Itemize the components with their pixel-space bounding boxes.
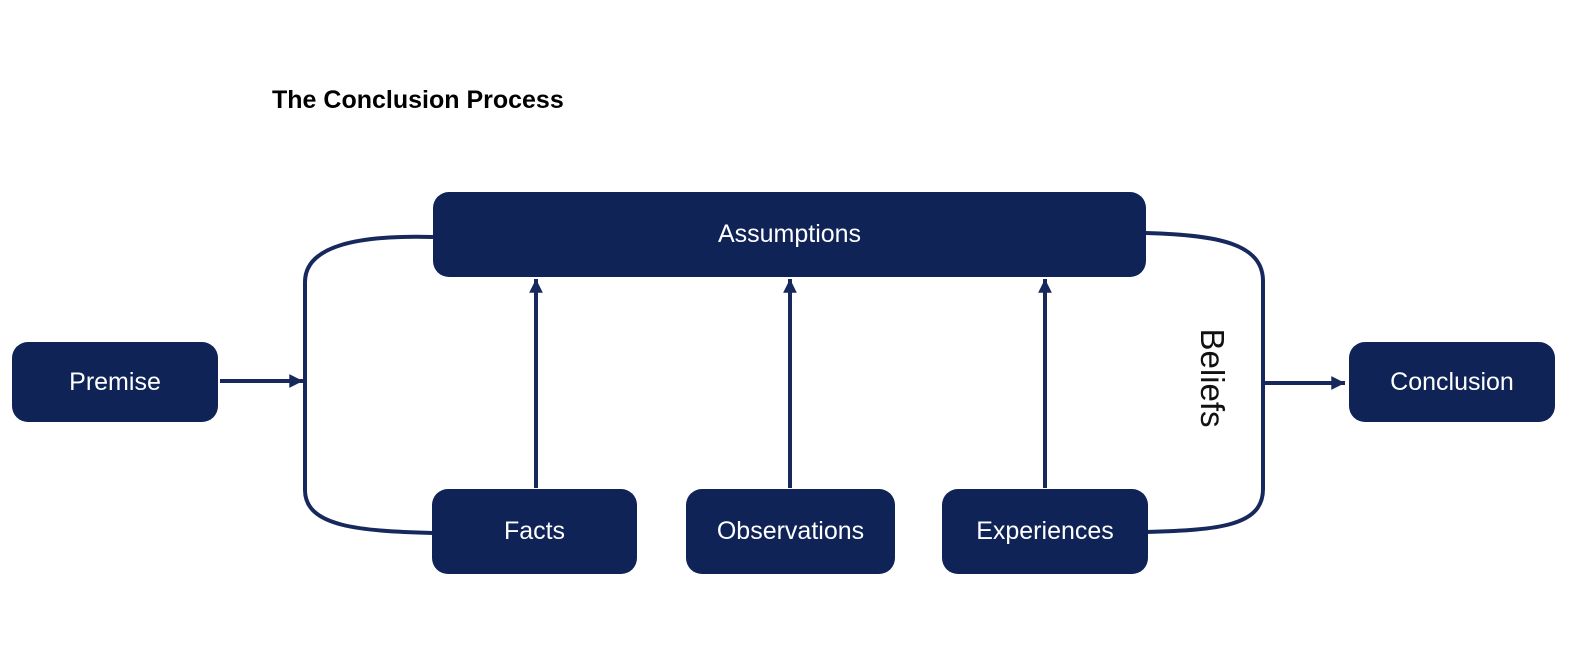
right-bracket-connector [1145,231,1265,534]
node-facts: Facts [432,489,637,574]
node-assumptions: Assumptions [433,192,1146,277]
diagram-title: The Conclusion Process [272,86,564,114]
node-assumptions-label: Assumptions [717,220,862,248]
node-conclusion-label: Conclusion [1390,367,1514,396]
beliefs-rotated-label: Beliefs [1194,328,1231,428]
node-facts-label: Facts [503,517,566,545]
node-observations-label: Observations [716,517,865,545]
left-bracket-connector [303,234,434,535]
node-conclusion: Conclusion [1349,342,1555,422]
node-premise: Premise [12,342,218,422]
node-experiences: Experiences [942,489,1148,574]
node-observations: Observations [686,489,895,574]
node-premise-label: Premise [69,367,161,396]
node-experiences-label: Experiences [976,517,1114,545]
